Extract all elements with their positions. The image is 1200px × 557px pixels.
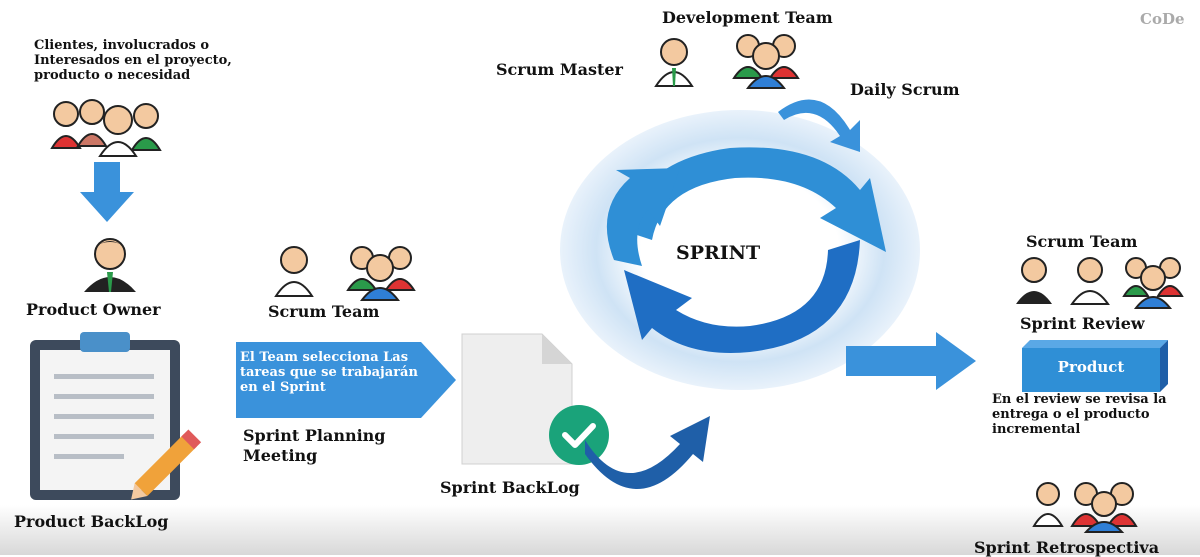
team-selects-text: El Team selecciona Las tareas que se tra… [240, 350, 418, 395]
sprint-cycle [560, 99, 920, 390]
product-owner-icon [84, 238, 136, 292]
bottom-shade [0, 505, 1200, 555]
curved-up-arrow [585, 416, 710, 489]
scrum-master-icon [654, 38, 694, 87]
down-arrow-icon [80, 162, 134, 222]
sprint-planning-label: Sprint Planning Meeting [243, 426, 386, 465]
product-backlog-label: Product BackLog [14, 512, 169, 531]
watermark: CoDe [1140, 10, 1185, 28]
scrum-team-review-icon [1016, 257, 1184, 309]
review-text: En el review se revisa la entrega o el p… [992, 392, 1167, 437]
scrum-team-planning-label: Scrum Team [268, 302, 380, 321]
check-icon [549, 405, 609, 465]
scrum-master-label: Scrum Master [496, 60, 623, 79]
product-label: Product [1057, 358, 1125, 376]
scrum-team-review-label: Scrum Team [1026, 232, 1138, 251]
clients-group-icon [50, 99, 162, 157]
development-team-icon [732, 34, 800, 89]
sprint-review-label: Sprint Review [1020, 314, 1145, 333]
sprint-backlog-document-icon [461, 333, 573, 465]
development-team-label: Development Team [662, 8, 833, 27]
clipboard-icon [30, 332, 202, 500]
sprint-backlog-label: Sprint BackLog [440, 478, 580, 497]
right-arrow-icon [846, 332, 976, 390]
daily-scrum-label: Daily Scrum [850, 80, 960, 99]
product-box-icon [1022, 340, 1168, 392]
scrum-team-planning-icon [274, 246, 416, 301]
clients-text: Clientes, involucrados o Interesados en … [34, 38, 232, 83]
retrospective-team-icon [1032, 482, 1138, 533]
team-selects-arrow [236, 342, 456, 418]
product-owner-label: Product Owner [26, 300, 161, 319]
sprint-label: SPRINT [676, 242, 761, 264]
sprint-retrospective-label: Sprint Retrospectiva [974, 538, 1160, 557]
